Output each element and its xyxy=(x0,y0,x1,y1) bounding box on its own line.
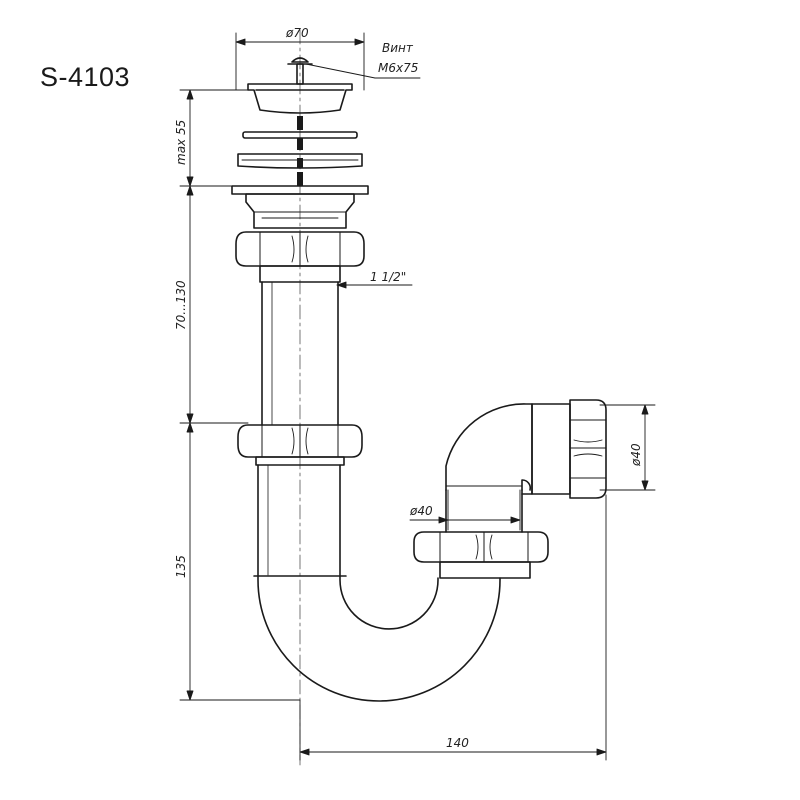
screw-rod xyxy=(297,116,303,186)
upper-nut xyxy=(235,231,365,283)
width-label: 140 xyxy=(446,736,469,750)
outlet-diameter-dimension xyxy=(599,404,656,491)
u-trap xyxy=(253,464,501,702)
height-bottom-label: 135 xyxy=(174,555,188,578)
screw-label: Винт xyxy=(382,41,414,55)
outlet-diameter-label: ø40 xyxy=(629,443,643,467)
screw-size-label: M6x75 xyxy=(378,61,418,75)
outlet-nut xyxy=(531,399,607,499)
thread-leader xyxy=(336,281,413,289)
inner-diameter-label: ø40 xyxy=(409,504,433,518)
model-label: S-4103 xyxy=(40,62,131,92)
screw-leader xyxy=(305,63,421,79)
height-top-label: max 55 xyxy=(174,120,188,165)
trap-connector xyxy=(413,489,549,579)
left-dimension-lines xyxy=(179,89,301,701)
top-diameter-label: ø70 xyxy=(285,26,309,40)
vertical-pipe xyxy=(261,281,339,426)
elbow xyxy=(445,403,533,495)
outlet-body xyxy=(245,193,355,229)
bottom-width-dimension xyxy=(299,494,607,761)
height-mid-label: 70...130 xyxy=(174,280,188,330)
inner-diameter-dimension xyxy=(409,489,521,531)
lower-nut xyxy=(237,424,363,466)
top-diameter-dimension xyxy=(235,32,365,91)
drain-plug xyxy=(247,57,353,114)
thread-label: 1 1/2" xyxy=(370,270,406,284)
